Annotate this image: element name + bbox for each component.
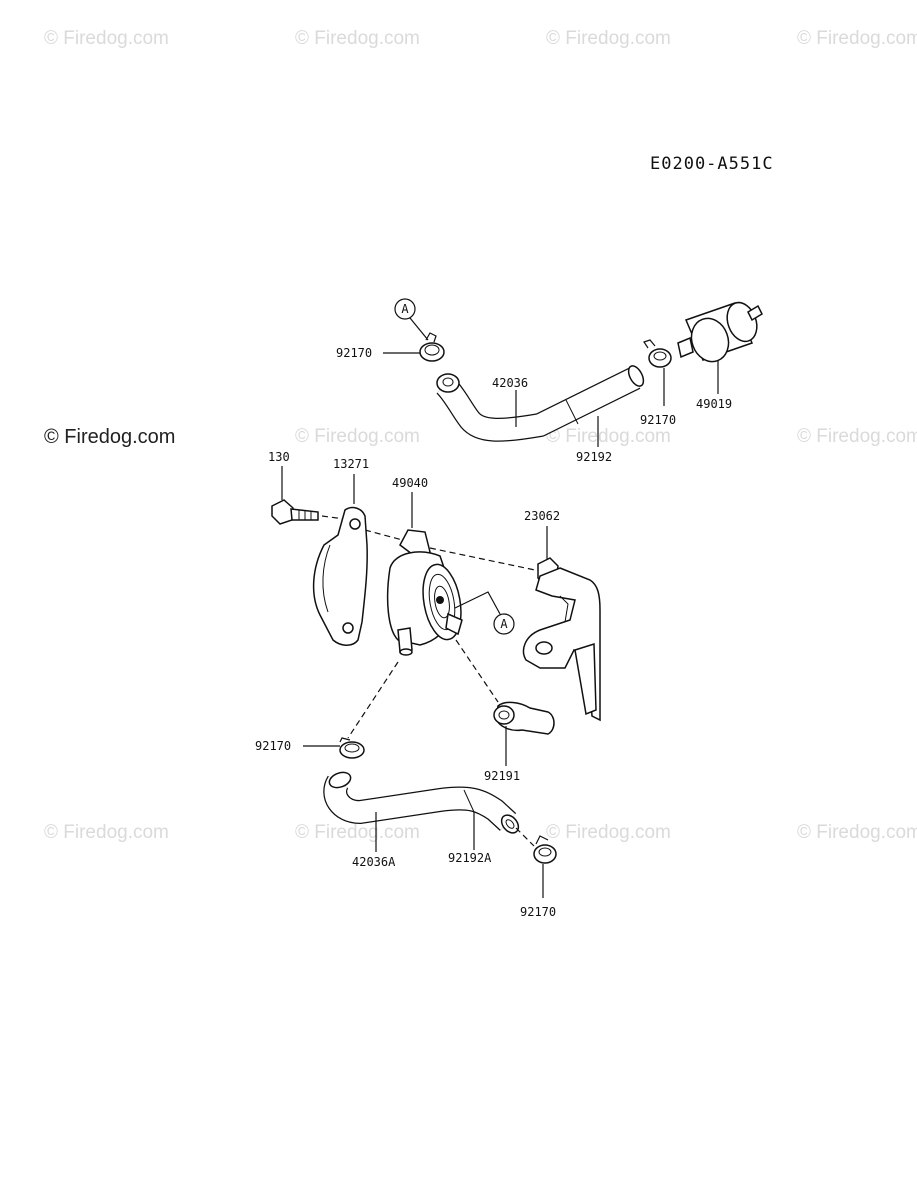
watermark: © Firedog.com	[295, 28, 420, 49]
bracket-13271: 13271	[312, 457, 369, 646]
label-42036: 42036	[492, 376, 528, 390]
label-49019: 49019	[696, 397, 732, 411]
label-42036a: 42036A	[352, 855, 396, 869]
label-92170: 92170	[336, 346, 372, 360]
label-49040: 49040	[392, 476, 428, 490]
label-92170: 92170	[640, 413, 676, 427]
watermark: © Firedog.com	[797, 426, 917, 447]
label-92170: 92170	[520, 905, 556, 919]
clamp-92170-top-left: 92170	[336, 332, 445, 362]
label-130: 130	[268, 450, 290, 464]
watermark: © Firedog.com	[546, 426, 671, 447]
callout-a-middle: A	[454, 591, 515, 635]
fuel-pump-49040: 49040	[386, 476, 463, 656]
watermark: © Firedog.com	[44, 28, 169, 49]
bolt-130: 130	[268, 450, 319, 525]
fuel-filter-49019: 49019	[677, 301, 763, 411]
label-13271: 13271	[333, 457, 369, 471]
watermark: © Firedog.com	[546, 822, 671, 843]
callout-a-top: A	[394, 298, 429, 341]
hose-42036a: 42036A 92192A	[323, 771, 520, 869]
elbow-hose-92191: 92191	[484, 701, 555, 783]
svg-text:A: A	[500, 617, 508, 631]
watermark: © Firedog.com	[797, 28, 917, 49]
label-23062: 23062	[524, 509, 560, 523]
label-92170: 92170	[255, 739, 291, 753]
watermark: © Firedog.com	[295, 822, 420, 843]
drawing-code: E0200-A551C	[650, 154, 774, 174]
label-92192: 92192	[576, 450, 612, 464]
clamp-92170-bottom: 92170	[520, 835, 557, 919]
watermark: © Firedog.com	[44, 426, 176, 448]
watermark: © Firedog.com	[44, 822, 169, 843]
frame-bracket	[522, 567, 601, 722]
label-92191: 92191	[484, 769, 520, 783]
watermark: © Firedog.com	[546, 28, 671, 49]
hose-42036: 42036 92192	[436, 365, 645, 464]
watermark: © Firedog.com	[295, 426, 420, 447]
svg-text:A: A	[401, 302, 409, 316]
clamp-92170-middle-left: 92170	[255, 737, 365, 759]
label-92192a: 92192A	[448, 851, 492, 865]
watermark: © Firedog.com	[797, 822, 917, 843]
clamp-92170-top-right: 92170	[640, 339, 676, 427]
